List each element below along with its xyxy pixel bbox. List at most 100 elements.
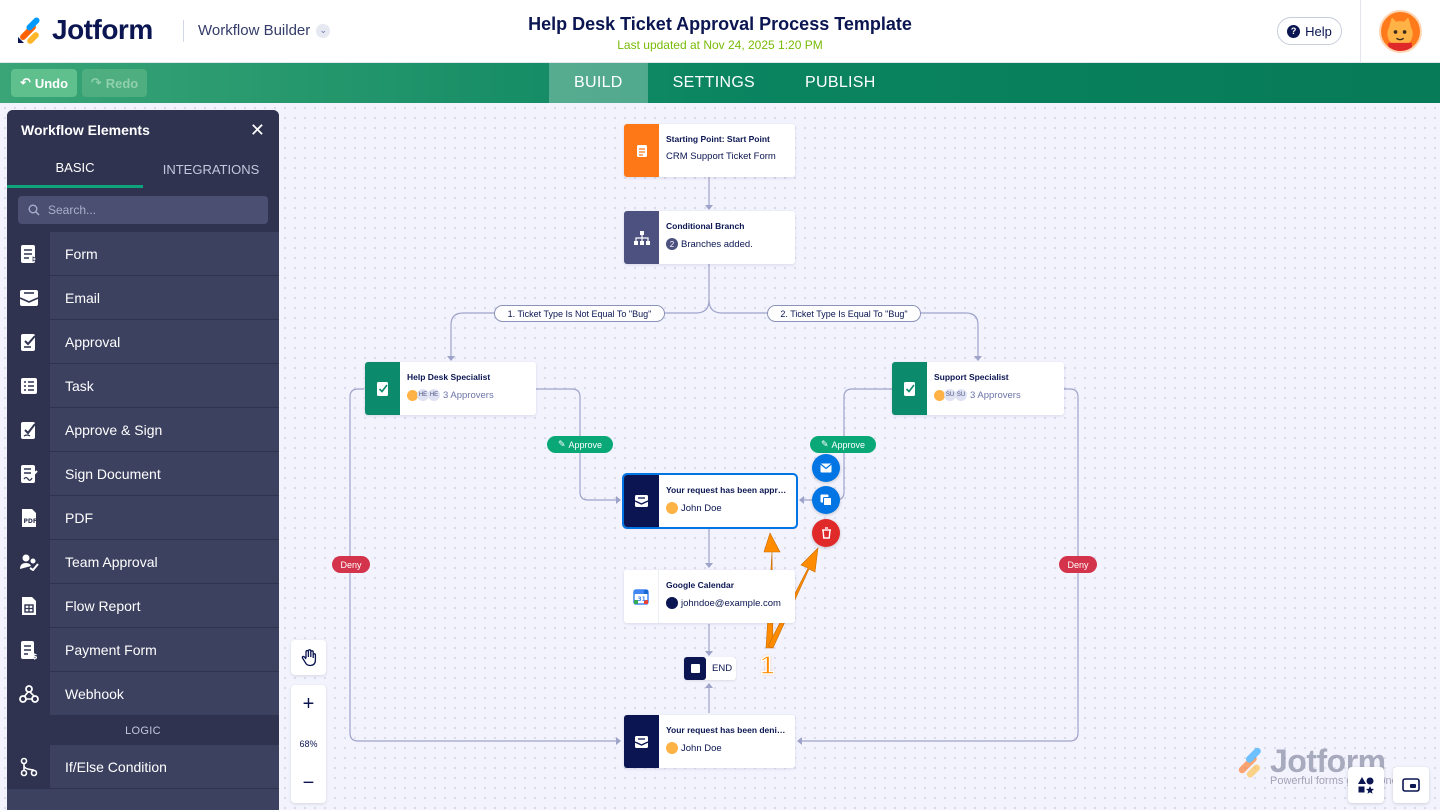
last-updated-text: Last updated at Nov 24, 2025 1:20 PM (617, 38, 823, 52)
approve-text: Approve (568, 439, 603, 450)
minimap-button[interactable] (1393, 767, 1429, 803)
team-approval-icon (19, 554, 39, 571)
tab-build[interactable]: BUILD (549, 63, 648, 103)
element-approve-sign[interactable]: Approve & Sign (7, 407, 279, 452)
approve-label-left[interactable]: ✎Approve (547, 436, 613, 453)
send-email-button[interactable] (812, 454, 840, 482)
panel-header: Workflow Elements ✕ (7, 110, 279, 150)
node-approved-email[interactable]: Your request has been appro... John Doe (622, 473, 798, 529)
node-title: Starting Point: Start Point (666, 134, 770, 144)
zoom-out-button[interactable]: − (302, 772, 315, 794)
search-input[interactable]: Search... (18, 196, 268, 224)
pan-tool-button[interactable] (291, 640, 326, 675)
tab-integrations[interactable]: INTEGRATIONS (162, 161, 260, 177)
element-label: PDF (65, 509, 93, 526)
logo-text: Jotform (52, 14, 153, 45)
tab-publish[interactable]: PUBLISH (805, 74, 876, 91)
condition-label-2[interactable]: 2. Ticket Type Is Equal To "Bug" (767, 305, 921, 322)
element-task[interactable]: Task (7, 363, 279, 408)
node-denied-email[interactable]: Your request has been denied. John Doe (624, 715, 795, 768)
branch-icon (624, 211, 659, 264)
element-label: Sign Document (65, 465, 161, 482)
help-button[interactable]: ? Help (1277, 17, 1342, 45)
email-icon (624, 715, 659, 768)
element-webhook[interactable]: Webhook (7, 671, 279, 716)
zoom-in-button[interactable]: + (302, 693, 315, 715)
node-help-desk-specialist[interactable]: Help Desk Specialist HE HE 3 Approvers (365, 362, 536, 415)
element-label: Approval (65, 333, 121, 350)
task-icon (20, 377, 37, 394)
element-label: Webhook (65, 685, 124, 702)
approve-text: Approve (831, 439, 866, 450)
element-email[interactable]: Email (7, 275, 279, 320)
redo-label: Redo (105, 75, 139, 91)
search-placeholder: Search... (48, 203, 97, 217)
deny-label-right[interactable]: Deny (1059, 556, 1097, 573)
flow-report-icon (21, 596, 36, 615)
shapes-icon (1358, 777, 1374, 794)
workflow-builder-dropdown[interactable]: Workflow Builder ⌄ (198, 22, 331, 39)
approve-sign-icon (20, 421, 36, 439)
zoom-level: 68% (299, 739, 318, 749)
user-icon (666, 597, 678, 609)
deny-label-left[interactable]: Deny (332, 556, 370, 573)
element-sign-document[interactable]: Sign Document (7, 451, 279, 496)
recipient-name: John Doe (681, 502, 722, 514)
stop-icon (684, 657, 706, 680)
svg-text:31: 31 (638, 596, 646, 603)
approver-avatar (934, 389, 945, 401)
element-if-else-condition[interactable]: If/Else Condition (7, 744, 279, 789)
end-label: END (712, 663, 733, 674)
element-form[interactable]: Form (7, 231, 279, 276)
webhook-icon (18, 684, 39, 703)
element-payment-form[interactable]: $ Payment Form (7, 627, 279, 672)
node-google-calendar[interactable]: 31 Google Calendar johndoe@example.com (624, 570, 795, 623)
approve-label-right[interactable]: ✎Approve (810, 436, 876, 453)
workflow-builder-label: Workflow Builder (198, 22, 311, 39)
search-wrapper: Search... (7, 188, 279, 232)
approvers-count: 3 Approvers (970, 389, 1021, 401)
delete-button[interactable] (812, 519, 840, 547)
approve-icon: ✎ (820, 439, 829, 449)
approval-icon (892, 362, 927, 415)
builder-tabs: BUILD SETTINGS PUBLISH (549, 63, 901, 103)
element-pdf[interactable]: PDF PDF (7, 495, 279, 540)
element-label: Team Approval (65, 553, 158, 570)
redo-button[interactable]: ↷ Redo (82, 69, 147, 97)
close-icon[interactable]: ✕ (249, 119, 265, 140)
shapes-button[interactable] (1348, 767, 1384, 803)
element-approval[interactable]: Approval (7, 319, 279, 364)
question-icon: ? (1287, 24, 1301, 38)
node-end[interactable]: END (684, 657, 736, 680)
panel-tabs: BASIC INTEGRATIONS (7, 150, 279, 188)
jotform-logo-icon (18, 17, 40, 44)
undo-button[interactable]: ↶ Undo (11, 69, 77, 97)
tab-settings[interactable]: SETTINGS (672, 74, 756, 91)
page-title[interactable]: Help Desk Ticket Approval Process Templa… (528, 14, 912, 34)
recipient-name: John Doe (681, 742, 722, 754)
branch-count-text: Branches added. (681, 238, 753, 250)
element-team-approval[interactable]: Team Approval (7, 539, 279, 584)
duplicate-button[interactable] (812, 486, 840, 514)
approvers-row: SU SU 3 Approvers (934, 389, 1056, 401)
approvers-count: 3 Approvers (443, 389, 494, 401)
approver-badge: SU (955, 389, 967, 401)
search-icon (28, 204, 40, 216)
node-subtitle: CRM Support Ticket Form (666, 151, 776, 162)
hand-icon (301, 648, 316, 666)
recipient-row: John Doe (666, 502, 788, 514)
condition-label-1[interactable]: 1. Ticket Type Is Not Equal To "Bug" (494, 305, 665, 322)
node-conditional-branch[interactable]: Conditional Branch 2 Branches added. (624, 211, 795, 264)
jotform-logo[interactable]: Jotform (16, 14, 153, 46)
node-start-point[interactable]: Starting Point: Start Point CRM Support … (624, 124, 795, 177)
avatar[interactable] (1379, 10, 1422, 53)
builder-toolbar: ↶ Undo ↷ Redo BUILD SETTINGS PUBLISH (0, 63, 1440, 103)
workflow-elements-panel: Workflow Elements ✕ BASIC INTEGRATIONS S… (7, 110, 279, 810)
node-support-specialist[interactable]: Support Specialist SU SU 3 Approvers (892, 362, 1064, 415)
undo-label: Undo (34, 75, 69, 91)
panel-title: Workflow Elements (21, 122, 150, 138)
tab-basic[interactable]: BASIC (7, 150, 143, 188)
canvas-tools (291, 640, 326, 675)
element-label: Form (65, 245, 98, 262)
element-flow-report[interactable]: Flow Report (7, 583, 279, 628)
